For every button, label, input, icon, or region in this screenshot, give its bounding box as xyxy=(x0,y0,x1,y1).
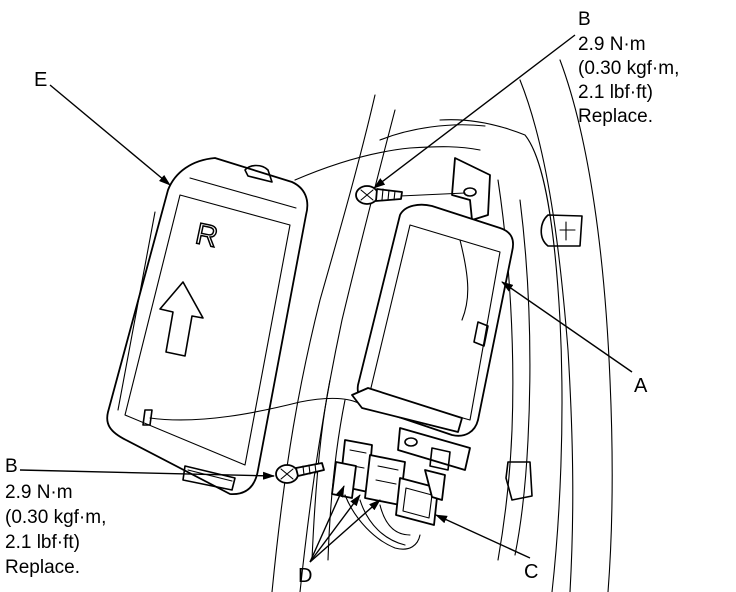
leader-a xyxy=(501,281,633,373)
callout-b-bottom-letter: B xyxy=(5,456,18,477)
callout-b-bottom-torque-kgf: (0.30 kgf·m, xyxy=(5,507,106,528)
callout-d-label: D xyxy=(298,565,312,587)
screw-b-top xyxy=(355,185,403,205)
callout-b-bottom: B 2.9 N·m (0.30 kgf·m, 2.1 lbf·ft) Repla… xyxy=(5,456,106,578)
callout-b-top-note: Replace. xyxy=(578,106,653,127)
leader-d-3 xyxy=(309,499,381,563)
callout-b-bottom-torque-lbf: 2.1 lbf·ft) xyxy=(5,532,80,553)
leader-e xyxy=(49,84,171,186)
callout-b-top-torque-lbf: 2.1 lbf·ft) xyxy=(578,82,653,103)
control-module-a xyxy=(351,203,514,471)
callout-e-label: E xyxy=(34,69,47,91)
cover-arrow-mark xyxy=(159,281,204,357)
callout-b-top-letter: B xyxy=(578,9,591,30)
leader-d-2 xyxy=(309,494,361,563)
harness-wire xyxy=(149,397,361,421)
callout-b-top: B 2.9 N·m (0.30 kgf·m, 2.1 lbf·ft) Repla… xyxy=(578,9,679,127)
screw-b-bottom xyxy=(275,462,325,484)
leader-d-1 xyxy=(309,485,345,563)
leader-b-bottom xyxy=(19,469,275,480)
connectors-d xyxy=(331,439,421,550)
callout-c-label: C xyxy=(524,561,538,583)
leader-b-top xyxy=(373,34,576,189)
leader-c xyxy=(435,514,531,559)
callout-a-label: A xyxy=(634,375,648,397)
callout-b-bottom-note: Replace. xyxy=(5,557,80,578)
callout-b-top-torque-nm: 2.9 N·m xyxy=(578,34,646,55)
callout-b-bottom-torque-nm: 2.9 N·m xyxy=(5,482,73,503)
connector-c xyxy=(395,469,446,526)
cover-e: R xyxy=(106,157,309,495)
callout-b-top-torque-kgf: (0.30 kgf·m, xyxy=(578,58,679,79)
